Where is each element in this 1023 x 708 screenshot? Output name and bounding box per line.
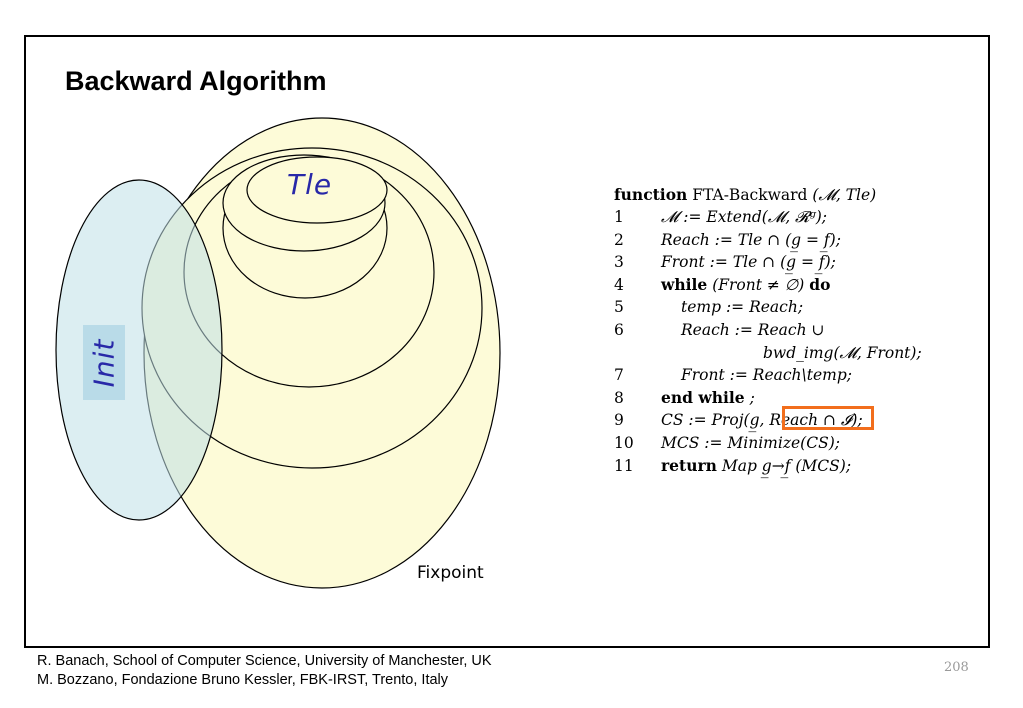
line-number: 10 [614, 434, 634, 452]
line-code: return Map g̲→f̲ (MCS); [661, 455, 851, 477]
line-number: 3 [614, 253, 624, 272]
line-text: 𝓜 := Extend(𝓜, 𝓡ᵍ); [661, 208, 827, 226]
line-number: 11 [614, 456, 634, 475]
function-keyword: function [614, 185, 688, 204]
line-number: 5 [614, 298, 624, 317]
line-code: Front := Reach\temp; [681, 364, 852, 386]
line-number: 2 [614, 230, 624, 249]
line-number: 8 [614, 388, 624, 407]
init-ellipse [55, 179, 223, 521]
line-number: 6 [614, 321, 624, 339]
line-code: temp := Reach; [681, 296, 803, 318]
line-number: 9 [614, 411, 624, 430]
slide-title: Backward Algorithm [65, 66, 327, 96]
footer-line-2: M. Bozzano, Fondazione Bruno Kessler, FB… [37, 672, 449, 688]
line-keyword: end while [661, 387, 745, 407]
footer-credits: R. Banach, School of Computer Science, U… [37, 652, 492, 690]
fixpoint-label: Fixpoint [417, 563, 484, 583]
tle-ellipse [246, 156, 388, 224]
function-args: (𝓜, Tle) [812, 186, 877, 204]
line-code: Front := Tle ∩ (g̲ = f̲); [661, 251, 836, 273]
page-number: 208 [944, 660, 969, 675]
init-label: Init [87, 338, 121, 388]
reach-init-highlight-box [782, 406, 874, 430]
line-keyword: return [661, 455, 717, 475]
line-code: MCS := Minimize(CS); [661, 432, 840, 454]
line-text: Reach := Tle ∩ (g̲ = f̲); [661, 230, 841, 249]
line-code: Reach := Reach ∪ [681, 319, 824, 341]
line-code: bwd_img(𝓜, Front); [763, 342, 922, 364]
line-text: Map g̲→f̲ (MCS); [721, 456, 852, 475]
line-text: Reach := Reach ∪ [681, 321, 825, 339]
line-code: end while ; [661, 387, 755, 409]
line-keyword: while [661, 274, 708, 294]
line-text: MCS := Minimize(CS); [661, 434, 840, 452]
line-number: 7 [614, 366, 624, 385]
init-label-box [83, 325, 125, 400]
algorithm-header: function FTA-Backward (𝓜, Tle) [614, 184, 876, 206]
line-code: CS := Proj(g̲, Reach ∩ 𝓘); [661, 409, 863, 431]
line-text: bwd_img(𝓜, Front); [763, 343, 922, 362]
line-code: 𝓜 := Extend(𝓜, 𝓡ᵍ); [661, 206, 827, 228]
line-text: Front := Reach\temp; [681, 366, 852, 385]
line-text: temp := Reach; [681, 298, 804, 317]
footer-line-1: R. Banach, School of Computer Science, U… [37, 653, 492, 669]
line-text: CS := Proj(g̲, Reach ∩ 𝓘); [661, 411, 863, 430]
line-text: (Front ≠ ∅) [712, 275, 805, 294]
function-name: FTA-Backward [692, 186, 808, 204]
line-number: 4 [614, 275, 624, 294]
line-text: ; [749, 388, 755, 407]
tle-label: Tle [287, 168, 333, 201]
line-number: 1 [614, 208, 624, 226]
line-text: Front := Tle ∩ (g̲ = f̲); [661, 253, 836, 272]
line-keyword-2: do [809, 274, 831, 294]
line-code: Reach := Tle ∩ (g̲ = f̲); [661, 229, 841, 251]
line-code: while (Front ≠ ∅) do [661, 274, 830, 296]
